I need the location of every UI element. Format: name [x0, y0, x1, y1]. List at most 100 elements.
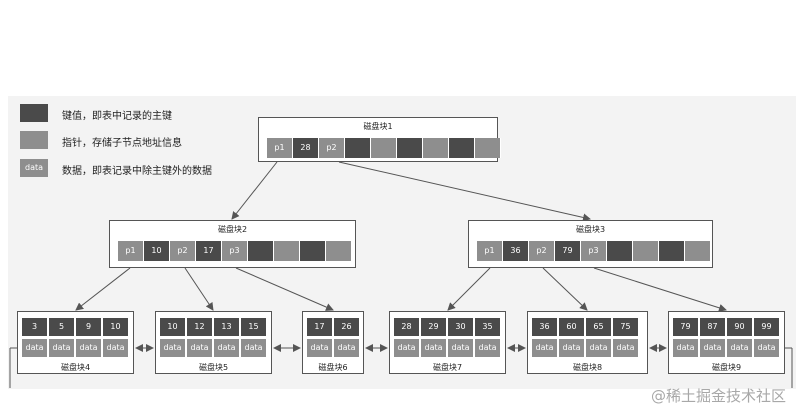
block-title: 磁盘块2 — [217, 225, 248, 234]
data-cell: data — [586, 339, 612, 357]
pointer-cell: p2 — [319, 138, 345, 158]
key-cell: 36 — [532, 318, 558, 336]
pointer-cell: p3 — [581, 241, 607, 261]
key-cell: 65 — [586, 318, 612, 336]
key-cell: 10 — [103, 318, 129, 336]
data-cell: data — [559, 339, 585, 357]
pointer-arrow — [542, 267, 588, 311]
data-cell: data — [241, 339, 267, 357]
key-cell: 36 — [503, 241, 529, 261]
data-cell: data — [700, 339, 726, 357]
empty-cell — [423, 138, 449, 158]
data-cell: data — [187, 339, 213, 357]
key-cell: 12 — [187, 318, 213, 336]
empty-cell — [607, 241, 633, 261]
key-cell: 5 — [49, 318, 75, 336]
key-cell: 99 — [754, 318, 780, 336]
legend-key-swatch — [20, 104, 48, 122]
legend-data-swatch: data — [20, 159, 48, 177]
data-cell: data — [76, 339, 102, 357]
empty-cell — [659, 241, 685, 261]
data-cell: data — [394, 339, 420, 357]
key-cell: 9 — [76, 318, 102, 336]
block-title: 磁盘块8 — [572, 363, 603, 372]
data-cell: data — [727, 339, 753, 357]
data-cell: data — [673, 339, 699, 357]
key-cell: 87 — [700, 318, 726, 336]
key-cell: 29 — [421, 318, 447, 336]
pointer-cell: p3 — [222, 241, 248, 261]
data-cell: data — [307, 339, 333, 357]
pointer-arrow — [184, 267, 214, 311]
empty-cell — [449, 138, 475, 158]
block-title: 磁盘块7 — [432, 363, 463, 372]
block-title: 磁盘块9 — [711, 363, 742, 372]
pointer-cell: p2 — [170, 241, 196, 261]
key-cell: 17 — [196, 241, 222, 261]
data-cell: data — [334, 339, 360, 357]
key-cell: 15 — [241, 318, 267, 336]
key-cell: 75 — [613, 318, 639, 336]
data-cell: data — [532, 339, 558, 357]
key-cell: 10 — [144, 241, 170, 261]
block-title: 磁盘块6 — [318, 363, 348, 372]
data-cell: data — [754, 339, 780, 357]
key-cell: 79 — [673, 318, 699, 336]
key-cell: 26 — [334, 318, 360, 336]
empty-cell — [274, 241, 300, 261]
block-title: 磁盘块1 — [363, 122, 393, 131]
key-cell: 30 — [448, 318, 474, 336]
pointer-arrow — [338, 161, 591, 222]
pointer-arrow — [231, 161, 278, 220]
empty-cell — [475, 138, 501, 158]
key-cell: 17 — [307, 318, 333, 336]
key-cell: 60 — [559, 318, 585, 336]
pointer-arrow — [447, 267, 491, 311]
pointer-arrow — [75, 267, 131, 311]
empty-cell — [326, 241, 352, 261]
pointer-arrow — [593, 267, 727, 312]
pointer-cell: p1 — [477, 241, 503, 261]
block-title: 磁盘块4 — [60, 363, 91, 372]
pointer-cell: p1 — [267, 138, 293, 158]
empty-cell — [397, 138, 423, 158]
data-cell: data — [160, 339, 186, 357]
empty-cell — [685, 241, 711, 261]
empty-cell — [371, 138, 397, 158]
legend-label: 指针，存储子节点地址信息 — [62, 138, 182, 149]
key-cell: 28 — [394, 318, 420, 336]
empty-cell — [300, 241, 326, 261]
key-cell: 13 — [214, 318, 240, 336]
block-title: 磁盘块5 — [198, 363, 229, 372]
data-cell: data — [448, 339, 474, 357]
key-cell: 79 — [555, 241, 581, 261]
key-cell: 10 — [160, 318, 186, 336]
pointer-arrow — [235, 267, 334, 311]
data-cell: data — [22, 339, 48, 357]
pointer-cell: p2 — [529, 241, 555, 261]
data-cell: data — [475, 339, 501, 357]
empty-cell — [633, 241, 659, 261]
data-cell: data — [49, 339, 75, 357]
data-cell: data — [214, 339, 240, 357]
legend-pointer-swatch — [20, 131, 48, 149]
key-cell: 3 — [22, 318, 48, 336]
data-cell: data — [421, 339, 447, 357]
data-cell: data — [613, 339, 639, 357]
data-cell: data — [103, 339, 129, 357]
empty-cell — [248, 241, 274, 261]
key-cell: 90 — [727, 318, 753, 336]
block-title: 磁盘块3 — [575, 225, 606, 234]
legend-label: 键值，即表中记录的主键 — [62, 111, 172, 122]
